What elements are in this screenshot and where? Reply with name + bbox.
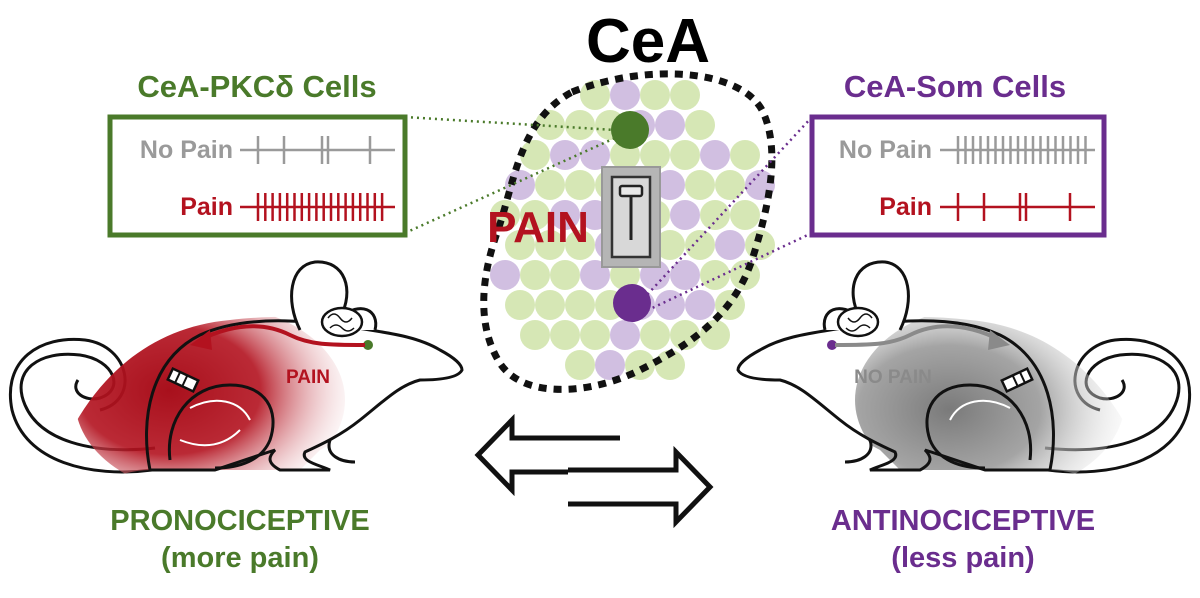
- cell-dot: [550, 140, 580, 170]
- cell-dot: [580, 140, 610, 170]
- cell-dot: [670, 260, 700, 290]
- cell-dot: [715, 230, 745, 260]
- brain-icon: [320, 306, 373, 350]
- optical-probe-icon: [166, 366, 200, 394]
- slider-switch-icon: [601, 166, 661, 268]
- cell-dot: [670, 140, 700, 170]
- cell-dot: [670, 320, 700, 350]
- cell-dot: [610, 80, 640, 110]
- left-mouse: PAIN: [8, 260, 464, 495]
- left-no-pain-label: No Pain: [140, 136, 233, 164]
- cell-dot: [565, 110, 595, 140]
- cell-dot: [685, 110, 715, 140]
- cell-dot: [640, 320, 670, 350]
- cell-dot: [565, 170, 595, 200]
- pkc-cell-dot: [611, 111, 649, 149]
- cell-dot: [520, 140, 550, 170]
- bidirectional-arrows-icon: [474, 413, 714, 529]
- cell-dot: [685, 170, 715, 200]
- right-outcome-title: ANTINOCICEPTIVE: [831, 505, 1095, 537]
- left-pain-spike-train: [240, 193, 395, 221]
- cell-dot: [700, 140, 730, 170]
- cell-dot: [685, 230, 715, 260]
- connector-lines: [404, 115, 813, 312]
- cell-dot: [550, 260, 580, 290]
- som-cell-dot: [613, 284, 651, 322]
- right-pain-spike-train: [940, 193, 1095, 221]
- cell-dot: [670, 80, 700, 110]
- cell-dot: [640, 80, 670, 110]
- cell-dot: [490, 260, 520, 290]
- cell-dot: [715, 170, 745, 200]
- cell-dot: [610, 320, 640, 350]
- cell-dot: [730, 200, 760, 230]
- right-no-pain-label: No Pain: [839, 136, 932, 164]
- right-mouse: [736, 260, 1192, 495]
- cell-dot: [670, 200, 700, 230]
- left-outcome-subtitle: (more pain): [161, 542, 319, 574]
- cell-dot: [700, 260, 730, 290]
- left-mouse-pain-label: PAIN: [286, 367, 330, 388]
- center-pain-label: PAIN: [487, 203, 589, 252]
- cell-dot: [535, 230, 565, 260]
- left-pain-arrow: [199, 324, 366, 347]
- left-no-pain-spike-train: [240, 136, 395, 164]
- cell-dot: [685, 290, 715, 320]
- cell-dot: [730, 260, 760, 290]
- cell-dot: [700, 200, 730, 230]
- cell-dot: [595, 350, 625, 380]
- cell-dot: [550, 200, 580, 230]
- cell-dot: [655, 350, 685, 380]
- cell-dot: [535, 290, 565, 320]
- left-mouse-body: [145, 319, 464, 472]
- right-no-pain-spike-train: [940, 136, 1095, 164]
- cell-dot: [520, 200, 550, 230]
- cell-dot: [655, 110, 685, 140]
- cell-dot: [655, 290, 685, 320]
- cea-boundary: [480, 70, 776, 393]
- cell-dot: [640, 140, 670, 170]
- cell-dot: [505, 230, 535, 260]
- right-pain-label: Pain: [879, 193, 932, 221]
- cell-dot: [520, 260, 550, 290]
- cell-dot: [565, 350, 595, 380]
- cell-dot: [565, 230, 595, 260]
- cell-dot: [505, 290, 535, 320]
- cea-region: [480, 70, 776, 393]
- cell-dot: [550, 320, 580, 350]
- cell-dot: [655, 170, 685, 200]
- cell-dot: [565, 290, 595, 320]
- right-mouse-no-pain-label: NO PAIN: [854, 367, 932, 388]
- cell-dot: [580, 320, 610, 350]
- cea-title: CeA: [586, 7, 710, 76]
- right-cell-type-title: CeA-Som Cells: [844, 69, 1066, 104]
- left-cell-type-title: CeA-PKCδ Cells: [137, 69, 376, 104]
- cell-dot: [730, 140, 760, 170]
- cell-dot: [655, 230, 685, 260]
- cell-dot: [700, 320, 730, 350]
- cell-dot: [535, 170, 565, 200]
- right-outcome-subtitle: (less pain): [891, 542, 1034, 574]
- left-pain-label: Pain: [180, 193, 233, 221]
- cell-dot: [520, 320, 550, 350]
- left-outcome-title: PRONOCICEPTIVE: [110, 505, 369, 537]
